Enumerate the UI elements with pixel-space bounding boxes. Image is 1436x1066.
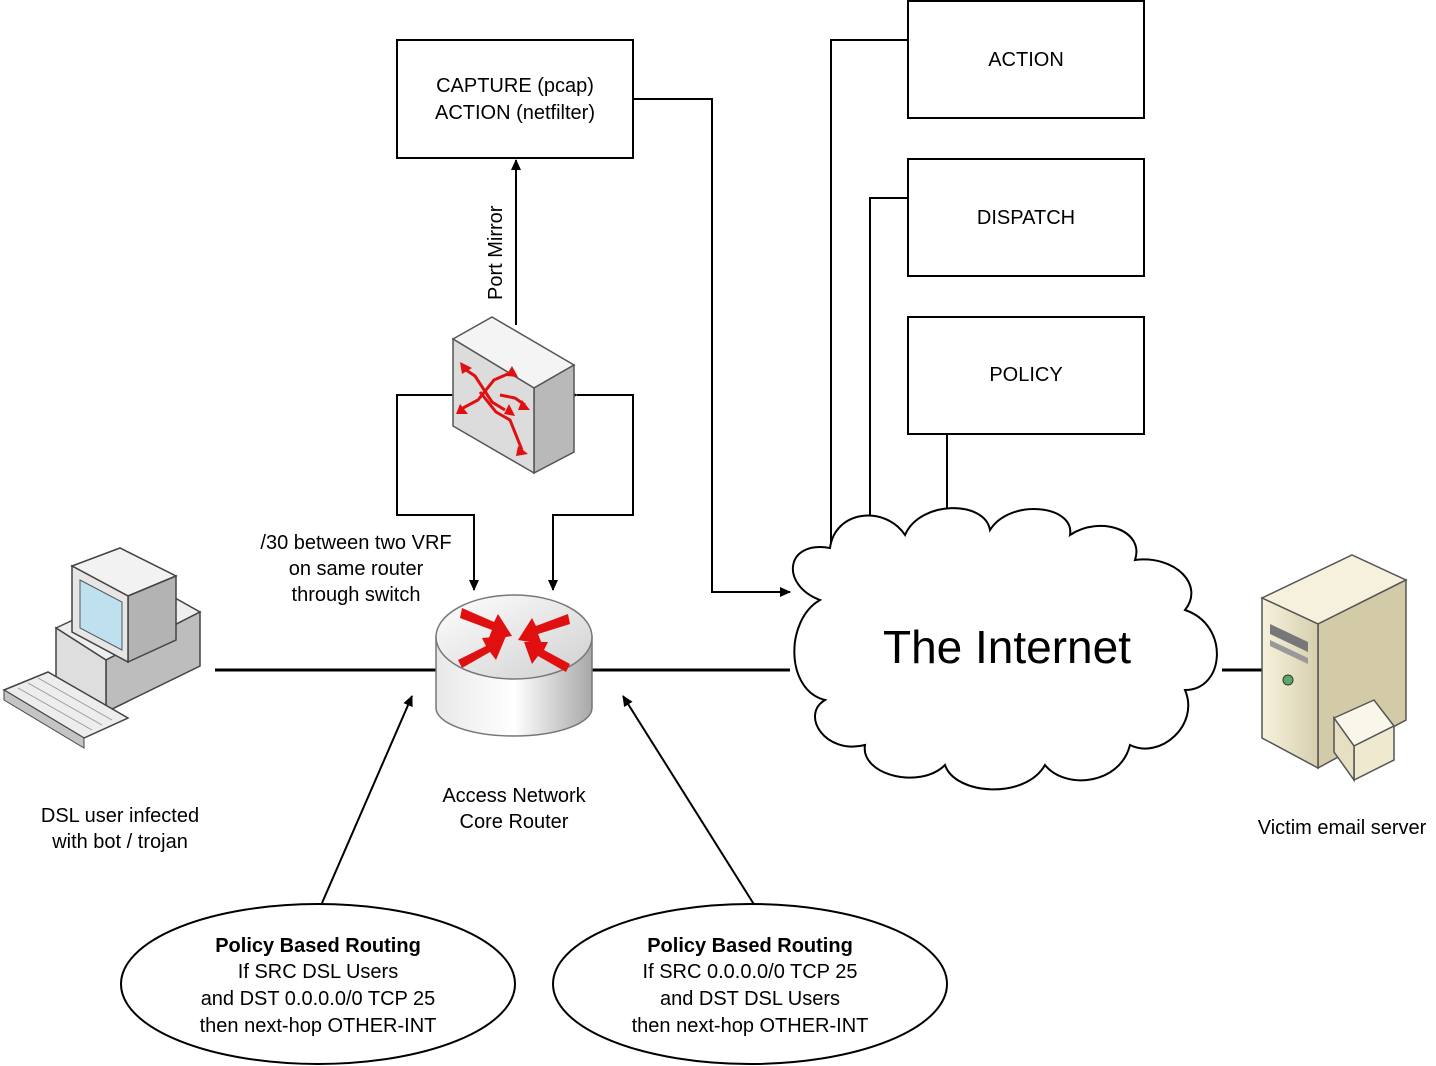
switch-to-router-right-line	[548, 390, 634, 591]
policy-left-title: Policy Based Routing	[215, 935, 421, 957]
policy-right-line2: and DST DSL Users	[660, 988, 840, 1010]
capture-label: CAPTURE (pcap)	[436, 75, 594, 97]
policy-ellipse-right: Policy Based Routing If SRC 0.0.0.0/0 TC…	[552, 903, 948, 1065]
dsl-user-label-line2: with bot / trojan	[51, 831, 188, 853]
policy-left-arrow	[321, 695, 413, 904]
dispatch-label: DISPATCH	[977, 207, 1075, 229]
policy-left-line2: and DST 0.0.0.0/0 TCP 25	[201, 988, 436, 1010]
policy-label: POLICY	[989, 364, 1062, 386]
action-label: ACTION	[988, 49, 1064, 71]
switch-to-router-left-line	[396, 390, 479, 591]
policy-right-line1: If SRC 0.0.0.0/0 TCP 25	[643, 961, 858, 983]
action-box: ACTION	[907, 0, 1145, 119]
policy-ellipse-left: Policy Based Routing If SRC DSL Users an…	[120, 903, 516, 1065]
port-mirror-label: Port Mirror	[485, 205, 507, 300]
policy-right-arrow	[622, 695, 756, 907]
internet-label: The Internet	[883, 621, 1131, 673]
action-to-internet-line	[830, 39, 908, 560]
capture-box: CAPTURE (pcap) ACTION (netfilter)	[396, 39, 634, 159]
policy-left-line3: then next-hop OTHER-INT	[200, 1015, 437, 1037]
policy-box: POLICY	[907, 316, 1145, 435]
router-icon	[435, 594, 593, 737]
vrf-label-line3: through switch	[292, 584, 421, 606]
victim-server-label: Victim email server	[1258, 817, 1427, 839]
vrf-label-line1: /30 between two VRF	[260, 532, 451, 554]
policy-right-line3: then next-hop OTHER-INT	[632, 1015, 869, 1037]
router-label-line2: Core Router	[460, 811, 569, 833]
email-server-icon	[1260, 554, 1408, 783]
dispatch-to-internet-line	[869, 197, 908, 552]
dispatch-box: DISPATCH	[907, 158, 1145, 277]
policy-right-title: Policy Based Routing	[647, 935, 853, 957]
vrf-label-line2: on same router	[289, 558, 424, 580]
policy-left-line1: If SRC DSL Users	[238, 961, 398, 983]
capture-action-label: ACTION (netfilter)	[435, 102, 595, 124]
capture-to-internet-line	[633, 98, 791, 597]
router-label-line1: Access Network	[442, 785, 586, 807]
cloud-icon: The Internet	[792, 507, 1218, 791]
network-switch-icon	[451, 316, 576, 475]
dsl-user-label-line1: DSL user infected	[41, 805, 199, 827]
desktop-computer-icon	[2, 547, 202, 749]
